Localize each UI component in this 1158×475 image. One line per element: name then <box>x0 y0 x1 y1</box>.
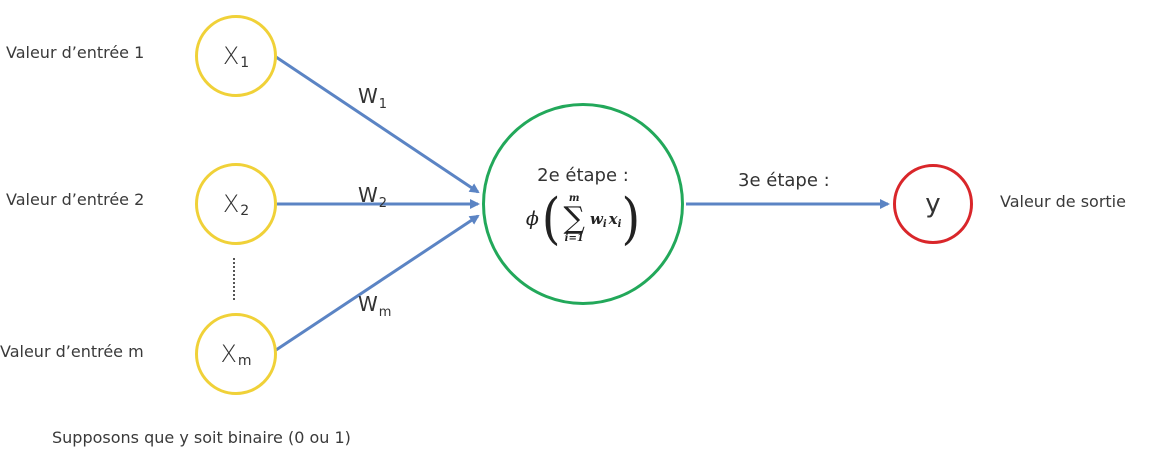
weight-subscript-m: m <box>378 305 392 320</box>
input-subscript-2: 2 <box>240 203 250 219</box>
weight-label-m: Wm <box>358 292 391 320</box>
term-w-sub: i <box>602 218 607 230</box>
arrow-xm-to-neuron <box>275 214 480 352</box>
open-paren: ( <box>541 186 561 251</box>
input-label-1: Valeur d’entrée 1 <box>6 43 145 62</box>
summation: m ∑ i=1 <box>563 192 585 244</box>
weight-symbol-2: W <box>358 183 378 207</box>
weight-subscript-2: 2 <box>378 196 388 211</box>
close-paren: ) <box>621 186 641 251</box>
term-weight: wi <box>589 209 607 230</box>
input-label-2: Valeur d’entrée 2 <box>6 190 145 209</box>
weight-label-1: W1 <box>358 84 387 112</box>
input-symbol-2: X <box>222 190 240 218</box>
weight-symbol-1: W <box>358 84 378 108</box>
footnote: Supposons que y soit binaire (0 ou 1) <box>52 428 351 447</box>
neuron-node: 2e étape : ϕ ( m ∑ i=1 wi xi ) <box>482 103 684 305</box>
arrow-x1-to-neuron <box>275 55 480 194</box>
input-label-m: Valeur d’entrée m <box>0 342 144 361</box>
output-symbol: y <box>925 189 941 219</box>
step-3-label: 3e étape : <box>738 170 830 191</box>
input-subscript-1: 1 <box>240 55 250 71</box>
step-2-label: 2e étape : <box>537 164 629 186</box>
sigma-symbol: ∑ <box>563 200 585 236</box>
ellipsis-dots <box>233 258 237 300</box>
input-symbol-m: X <box>220 340 237 368</box>
sum-upper-bound: m <box>568 192 580 204</box>
term-w: w <box>589 209 603 228</box>
term-x-sub: i <box>617 218 622 230</box>
term-input: xi <box>608 209 622 230</box>
activation-formula: ϕ ( m ∑ i=1 wi xi ) <box>525 186 641 251</box>
output-node: y <box>893 164 973 244</box>
weight-symbol-m: W <box>358 292 378 316</box>
input-symbol-1: X <box>222 42 240 70</box>
term-x: x <box>608 209 618 228</box>
input-subscript-m: m <box>237 353 252 369</box>
sum-lower-bound: i=1 <box>564 232 584 244</box>
weight-subscript-1: 1 <box>378 97 388 112</box>
output-label: Valeur de sortie <box>1000 192 1126 211</box>
phi-symbol: ϕ <box>525 207 539 230</box>
weight-label-2: W2 <box>358 183 387 211</box>
